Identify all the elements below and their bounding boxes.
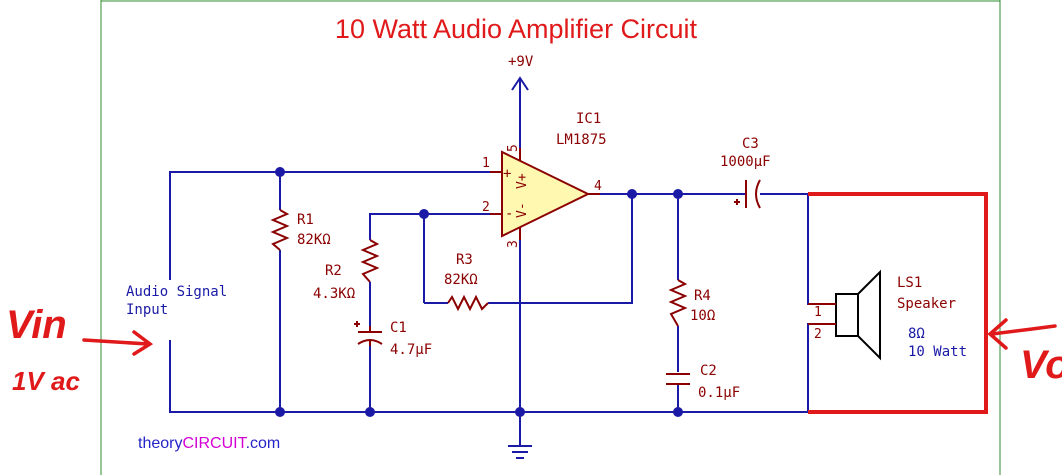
r1-resistor-icon xyxy=(270,209,290,251)
r2-resistor-icon xyxy=(360,239,380,283)
c2-capacitor-icon xyxy=(666,373,690,385)
vin-amp-annotation: 1V ac xyxy=(12,366,80,396)
ic-ref: IC1 xyxy=(576,111,601,127)
ls1-impedance: 8Ω xyxy=(908,326,925,342)
c2-ref: C2 xyxy=(700,363,717,379)
junction-dot xyxy=(275,407,285,417)
c1-ref: C1 xyxy=(390,320,407,336)
ic-pin-2: 2 xyxy=(482,200,490,215)
ic-pin-1: 1 xyxy=(482,156,490,171)
junction-dot xyxy=(673,407,683,417)
input-wire-bottom xyxy=(169,340,810,413)
supply-label: +9V xyxy=(508,54,534,70)
input-label-line2: Input xyxy=(126,302,168,318)
spk-pin-2: 2 xyxy=(814,327,822,342)
r4-value: 10Ω xyxy=(690,308,715,324)
opamp-minus: - xyxy=(505,206,513,222)
vcc-arrow-icon xyxy=(511,76,529,91)
opamp-vminus: V- xyxy=(515,202,530,218)
junction-dot xyxy=(515,407,525,417)
r4-resistor-icon xyxy=(668,279,688,327)
opamp-plus: + xyxy=(503,166,511,182)
c3-ref: C3 xyxy=(742,136,759,152)
ic-pin-3: 3 xyxy=(506,240,521,248)
junction-dot xyxy=(627,189,637,199)
c1-capacitor-icon xyxy=(354,321,383,346)
brand-part2: CIRCUIT xyxy=(182,435,247,452)
c3-capacitor-icon xyxy=(734,179,761,209)
c2-value: 0.1µF xyxy=(698,385,740,401)
input-wire-top xyxy=(169,171,490,280)
output-highlight xyxy=(808,192,988,414)
r2-value: 4.3KΩ xyxy=(313,286,355,302)
junction-dot xyxy=(365,407,375,417)
junctions xyxy=(275,167,683,417)
opamp-vplus: V+ xyxy=(515,173,530,189)
junction-dot xyxy=(275,167,285,177)
vout-annotation: Vo xyxy=(1020,343,1062,387)
r3-ref: R3 xyxy=(456,252,473,268)
brand-part1: theory xyxy=(138,435,182,452)
ic-pin-5: 5 xyxy=(506,144,521,152)
inv-wire xyxy=(369,213,490,240)
c3-value: 1000µF xyxy=(720,154,771,170)
junction-dot xyxy=(419,209,429,219)
ic-part: LM1875 xyxy=(556,132,607,148)
r3-resistor-icon xyxy=(447,294,489,312)
brand-part3: .com xyxy=(246,435,281,452)
brand-logo: theoryCIRCUIT.com xyxy=(138,435,280,452)
speaker-icon xyxy=(835,269,881,361)
ls1-ref: LS1 xyxy=(897,275,922,291)
fb-wire-right xyxy=(488,194,633,304)
vin-arrow-icon xyxy=(82,330,154,356)
r3-value: 82KΩ xyxy=(444,272,478,288)
r2-ref: R2 xyxy=(325,263,342,279)
ground-icon xyxy=(508,445,532,459)
vin-annotation: Vin xyxy=(6,303,67,347)
c3-out-wire xyxy=(760,193,830,305)
ic-pin-4: 4 xyxy=(594,179,602,194)
ls1-power: 10 Watt xyxy=(908,344,967,360)
junction-dot xyxy=(673,189,683,199)
r1-value: 82KΩ xyxy=(297,232,331,248)
vout-arrow-icon xyxy=(987,318,1057,350)
r4-ref: R4 xyxy=(694,288,711,304)
ls1-name: Speaker xyxy=(897,296,956,312)
c1-value: 4.7µF xyxy=(390,342,432,358)
input-label-line1: Audio Signal xyxy=(126,284,227,300)
spk-pin-1: 1 xyxy=(814,305,822,320)
opamp-body xyxy=(501,150,591,238)
page-title: 10 Watt Audio Amplifier Circuit xyxy=(335,14,698,44)
r1-ref: R1 xyxy=(297,212,314,228)
